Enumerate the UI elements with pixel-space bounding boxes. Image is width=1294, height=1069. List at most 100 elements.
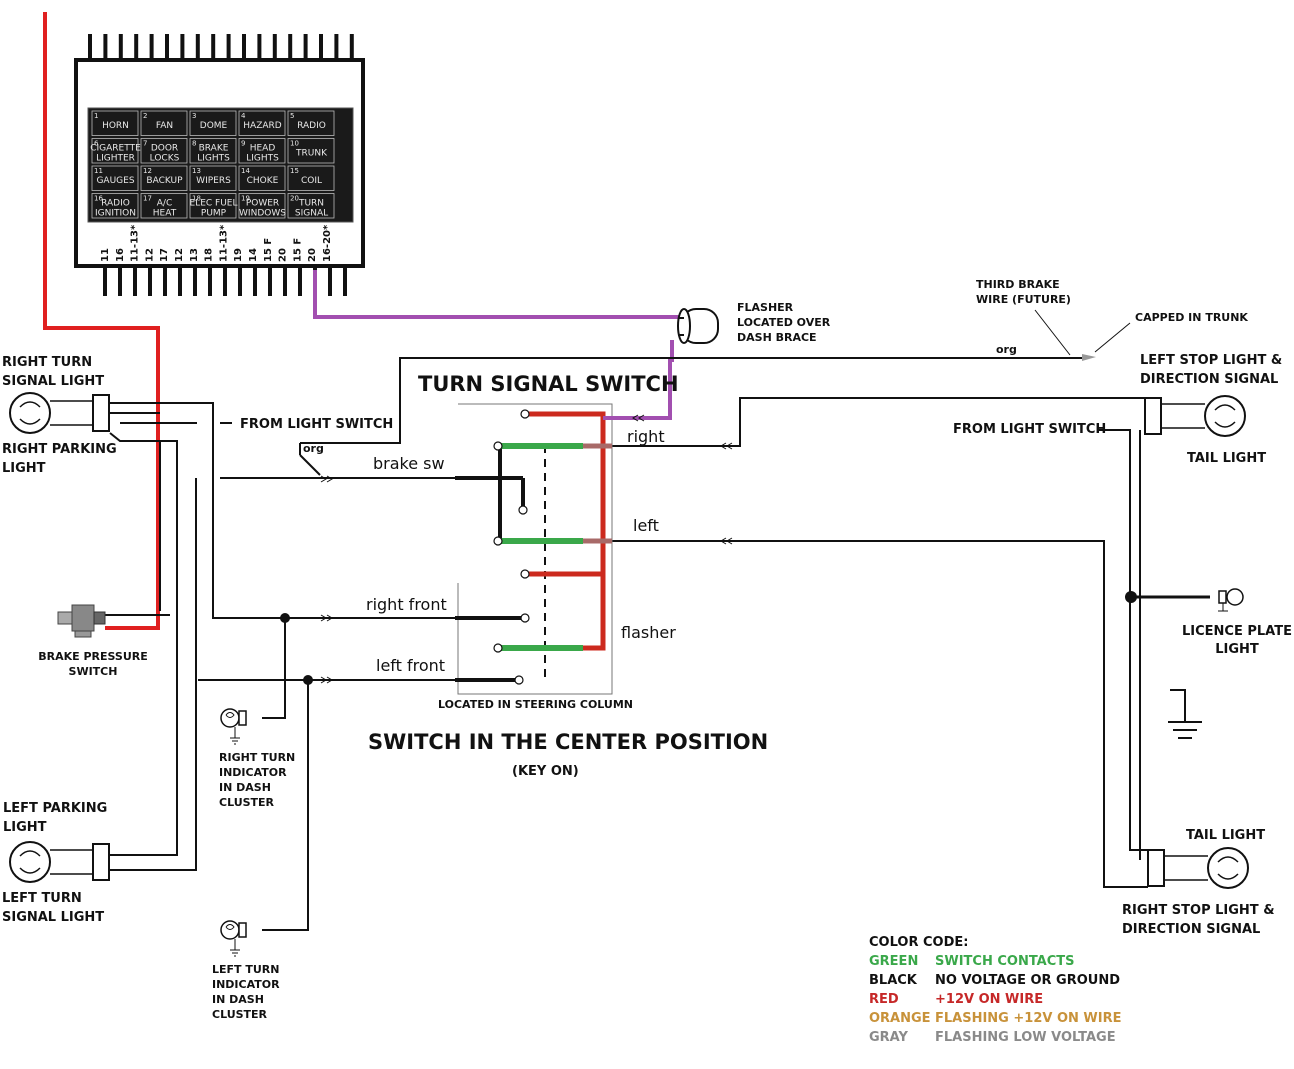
fuse-cell-label: A/C bbox=[157, 199, 172, 209]
fuse-cell-label: GAUGES bbox=[96, 176, 134, 186]
right-turn-indicator-label-line: INDICATOR bbox=[219, 766, 287, 779]
right-turn-indicator-label-line: RIGHT TURN bbox=[219, 751, 295, 764]
org-label-left: org bbox=[303, 442, 324, 455]
fuse-cell-number: 20 bbox=[290, 195, 299, 203]
color-code-row: RED+12V ON WIRE bbox=[869, 992, 1043, 1007]
right-stop-label-line: DIRECTION SIGNAL bbox=[1122, 922, 1260, 937]
color-code-desc: FLASHING LOW VOLTAGE bbox=[935, 1030, 1116, 1045]
left-turn-wire bbox=[105, 478, 197, 871]
fuse-pin-label: 16 bbox=[115, 248, 126, 262]
purple-flasher-wire bbox=[630, 340, 674, 420]
fuse-cell-label: TURN bbox=[298, 199, 324, 209]
from-light-switch-left: FROM LIGHT SWITCH bbox=[240, 417, 393, 432]
flasher-can bbox=[677, 308, 719, 344]
color-code-desc: FLASHING +12V ON WIRE bbox=[935, 1011, 1121, 1026]
fuse-pin-label: 14 bbox=[248, 248, 259, 262]
fuse-cell-label: LIGHTS bbox=[246, 154, 279, 164]
licence-plate-label-line: LICENCE PLATE bbox=[1182, 624, 1292, 639]
left-parking-label-line: LIGHT bbox=[3, 820, 47, 835]
fuse-pin-label: 11-13* bbox=[130, 224, 141, 262]
fuse-cell-number: 12 bbox=[143, 167, 152, 175]
fuse-cell-number: 13 bbox=[192, 167, 201, 175]
fuse-panel-photo bbox=[87, 107, 354, 223]
fuse-pin-label: 12 bbox=[144, 248, 155, 262]
color-code-name: BLACK bbox=[869, 973, 918, 988]
fuse-cell-number: 17 bbox=[143, 195, 152, 203]
color-code-name: GRAY bbox=[869, 1030, 908, 1045]
left-turn-indicator-bulb bbox=[220, 920, 247, 957]
fuse-cell-number: 6 bbox=[94, 140, 99, 148]
left-stop-lamp bbox=[1144, 395, 1246, 437]
left-turn-indicator-label-line: CLUSTER bbox=[212, 1008, 268, 1021]
fuse-cell-number: 9 bbox=[241, 140, 245, 148]
fuse-cell-label: BACKUP bbox=[146, 176, 183, 186]
fuse-pin-label: 11-13* bbox=[218, 224, 229, 262]
fuse-cell-number: 3 bbox=[192, 112, 196, 120]
fuse-cell-label: HORN bbox=[102, 121, 129, 131]
fuse-pin-label: 15 F bbox=[263, 238, 274, 262]
left-turn-signal-label-line: SIGNAL LIGHT bbox=[2, 910, 104, 925]
fuse-cell-number: 4 bbox=[241, 112, 246, 120]
right-stop-lamp bbox=[1147, 847, 1249, 889]
left-turn-indicator-label-line: IN DASH bbox=[212, 993, 264, 1006]
brake-sw-label: brake sw bbox=[373, 454, 445, 473]
fuse-pin-label: 15 F bbox=[292, 238, 303, 262]
tail-light-top-label: TAIL LIGHT bbox=[1187, 451, 1266, 466]
fuse-cell-label: PUMP bbox=[201, 209, 227, 219]
fuse-cell-number: 15 bbox=[290, 167, 299, 175]
left-parking-label: LEFT PARKING LIGHT bbox=[3, 801, 107, 835]
fuse-cell-number: 5 bbox=[290, 112, 294, 120]
located-in-column-label: LOCATED IN STEERING COLUMN bbox=[438, 698, 633, 711]
right-parking-label-line: RIGHT PARKING bbox=[2, 442, 117, 457]
flasher-label-line: FLASHER bbox=[737, 301, 794, 314]
left-parking-label-line: LEFT PARKING bbox=[3, 801, 107, 816]
left-stop-label-line: DIRECTION SIGNAL bbox=[1140, 372, 1278, 387]
right-parking-label-line: LIGHT bbox=[2, 461, 46, 476]
left-stop-label: LEFT STOP LIGHT &DIRECTION SIGNAL bbox=[1140, 353, 1282, 387]
fuse-block: 1HORN2FAN3DOME4HAZARD5RADIO6CIGARETTELIG… bbox=[74, 34, 365, 296]
right-turn-signal-lamp bbox=[9, 392, 110, 434]
fuse-pin-label: 19 bbox=[233, 248, 244, 262]
left-turn-signal-label-line: LEFT TURN bbox=[2, 891, 82, 906]
color-code-row: BLACK NO VOLTAGE OR GROUND bbox=[869, 973, 1120, 988]
fuse-cell-number: 18 bbox=[192, 195, 201, 203]
color-code-row: GRAY FLASHING LOW VOLTAGE bbox=[869, 1030, 1116, 1045]
right-rear-wire bbox=[612, 397, 1148, 447]
fuse-cell-label: LIGHTS bbox=[197, 154, 230, 164]
fuse-cell-number: 19 bbox=[241, 195, 250, 203]
color-code-name: RED bbox=[869, 992, 899, 1007]
fuse-cell-number: 11 bbox=[94, 167, 103, 175]
fuse-cell-label: LOCKS bbox=[150, 154, 180, 164]
fuse-cell-label: WIPERS bbox=[196, 176, 231, 186]
turn-signal-switch bbox=[455, 403, 630, 695]
left-label: left bbox=[633, 516, 659, 535]
fuse-cell-label: POWER bbox=[246, 199, 279, 209]
color-code-desc: NO VOLTAGE OR GROUND bbox=[935, 973, 1120, 988]
right-turn-indicator-bulb bbox=[220, 708, 247, 745]
flasher-label-line: LOCATED OVER bbox=[737, 316, 831, 329]
left-front-label: left front bbox=[376, 656, 445, 675]
turn-signal-switch-title: TURN SIGNAL SWITCH bbox=[418, 372, 679, 396]
brake-pressure-label-line: BRAKE PRESSURE bbox=[38, 650, 148, 663]
fuse-cell-label: LIGHTER bbox=[96, 154, 135, 164]
from-light-switch-right: FROM LIGHT SWITCH bbox=[953, 422, 1106, 437]
org-third-brake-wire bbox=[300, 357, 1082, 444]
left-parking-wire bbox=[105, 432, 178, 856]
fuse-pin-label: 20 bbox=[307, 248, 318, 262]
left-turn-signal-lamp bbox=[9, 841, 110, 883]
